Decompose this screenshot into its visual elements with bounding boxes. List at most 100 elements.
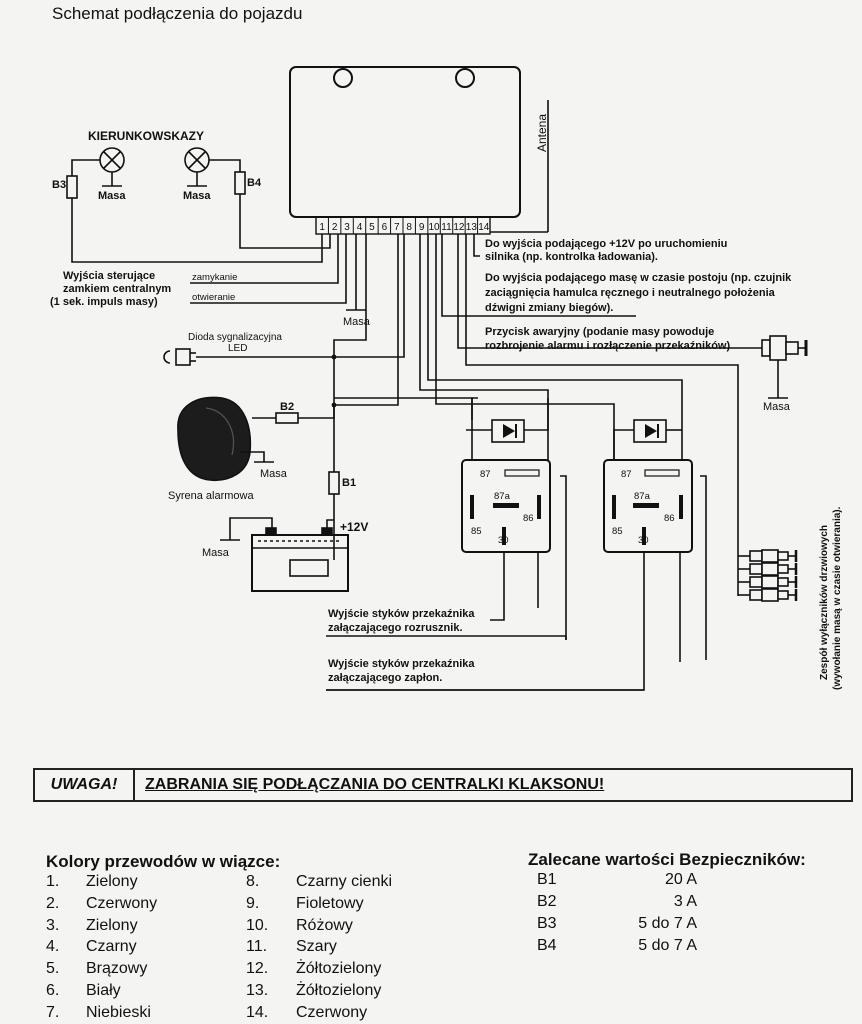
relay-ignition: [603, 419, 693, 553]
fuse-b1: [328, 471, 340, 495]
connector-pin-label: 10: [429, 222, 441, 233]
wire-number: 8.: [246, 873, 260, 890]
wire-number: 3.: [46, 916, 60, 934]
wire-color: Żółtozielony: [296, 960, 382, 978]
relay1-pin-30: 30: [498, 535, 509, 546]
ignition-output-label-2: załączającego zapłon.: [328, 672, 442, 684]
ground-label-battery: Masa: [202, 547, 230, 559]
car-battery: [251, 527, 349, 592]
connector-pin-label: 4: [357, 222, 363, 233]
relay1-pin-87a: 87a: [494, 491, 511, 502]
parked-ground-label-2: zaciągnięcia hamulca ręcznego i neutraln…: [485, 287, 776, 299]
page-title: Schemat podłączenia do pojazdu: [52, 4, 303, 23]
wire-number: 5.: [46, 960, 60, 978]
connector-pin-label: 3: [344, 222, 350, 233]
relay2-pin-87: 87: [621, 469, 632, 480]
door-switches-label-1: Zespół wyłączników drzwiowych: [819, 525, 830, 680]
led-indicator: [163, 348, 196, 366]
wire-number: 2.: [46, 894, 60, 912]
connector-pin-label: 9: [419, 222, 425, 233]
fuse-value: 3 A: [673, 893, 697, 910]
central-lock-label-3: (1 sek. impuls masy): [50, 296, 158, 308]
fuse-value: 5 do 7 A: [638, 937, 697, 954]
connector-pin-label: 14: [478, 222, 490, 233]
fuse-b2-label: B2: [280, 401, 294, 413]
fuse-name: B4: [537, 937, 557, 954]
wire-number: 14.: [246, 1003, 269, 1021]
fuse-b2: [275, 412, 299, 424]
fuse-b4-label: B4: [247, 177, 262, 189]
connector-pin-label: 11: [441, 222, 452, 233]
emergency-button: [761, 335, 808, 361]
turn-signals-label: KIERUNKOWSKAZY: [88, 129, 204, 143]
ground-label-right-lamp: Masa: [183, 190, 211, 202]
wire-color: Czerwony: [86, 894, 158, 912]
relay2-pin-85: 85: [612, 526, 623, 537]
parked-ground-label-1: Do wyjścia podającego masę w czasie post…: [485, 272, 792, 284]
wire-number: 1.: [46, 873, 60, 890]
emergency-button-label-1: Przycisk awaryjny (podanie masy powoduje: [485, 326, 714, 338]
lock-open-label: otwieranie: [192, 292, 235, 303]
connector-pin-label: 5: [369, 222, 375, 233]
plus12v-label: +12V: [340, 520, 368, 534]
ground-label-left-lamp: Masa: [98, 190, 126, 202]
relay1-pin-87: 87: [480, 469, 491, 480]
wire-number: 9.: [246, 894, 260, 912]
connector-pin-label: 6: [382, 222, 388, 233]
fuse-b3: [66, 175, 78, 199]
connector-pin-label: 8: [406, 222, 412, 233]
engine-12v-label-2: silnika (np. kontrolka ładowania).: [485, 251, 658, 263]
turn-signal-lamp-right: [184, 147, 210, 187]
wire-color: Fioletowy: [296, 894, 364, 912]
door-switch: [738, 575, 798, 589]
relay2-pin-86: 86: [664, 513, 675, 524]
relay-ignition-pin-labels: 87 87a 85 86 30: [612, 469, 675, 546]
engine-12v-label-1: Do wyjścia podającego +12V po uruchomien…: [485, 238, 727, 250]
alarm-control-unit: [289, 66, 521, 235]
turn-signal-lamp-left: [99, 147, 125, 187]
relay2-pin-30: 30: [638, 535, 649, 546]
door-switch: [738, 562, 798, 576]
central-lock-label-1: Wyjścia sterujące: [63, 270, 155, 282]
warning-tag: UWAGA!: [35, 770, 135, 800]
led-label-2: LED: [228, 343, 247, 354]
fuse-name: B3: [537, 915, 557, 932]
ground-label-pin4: Masa: [343, 316, 371, 328]
antenna-label: Antena: [535, 114, 549, 152]
relay1-pin-85: 85: [471, 526, 482, 537]
fuse-b1-label: B1: [342, 477, 356, 489]
wire-color: Szary: [296, 938, 337, 956]
wire-number: 10.: [246, 916, 269, 934]
warning-box: UWAGA! ZABRANIA SIĘ PODŁĄCZANIA DO CENTR…: [33, 768, 853, 802]
connector-pin-label: 2: [332, 222, 338, 233]
wire-number: 4.: [46, 938, 60, 956]
wire-number: 13.: [246, 982, 269, 999]
wire-number: 12.: [246, 960, 269, 978]
door-switch: [738, 588, 798, 602]
wire-color: Czarny: [86, 938, 137, 956]
wire-color: Niebieski: [86, 1003, 151, 1021]
fuse-value: 20 A: [664, 871, 697, 888]
parked-ground-label-3: dźwigni zmiany biegów).: [485, 302, 613, 314]
ground-label-siren: Masa: [260, 468, 288, 480]
door-switches-label-2: (wywołanie masą w czasie otwierania).: [832, 506, 843, 690]
warning-text: ZABRANIA SIĘ PODŁĄCZANIA DO CENTRALKI KL…: [145, 776, 605, 793]
connector-pin-label: 7: [394, 222, 400, 233]
fuse-name: B2: [537, 893, 557, 910]
fuse-b4: [234, 171, 246, 195]
wire-number: 11.: [246, 938, 268, 956]
ground-label-button: Masa: [763, 401, 791, 413]
emergency-button-label-2: rozbrojenie alarmu i rozłączenie przekaź…: [485, 340, 730, 352]
door-switch: [738, 549, 798, 563]
fuse-value: 5 do 7 A: [638, 915, 697, 932]
wire-color: Czerwony: [296, 1003, 368, 1021]
wire-color: Biały: [86, 982, 121, 999]
relay2-pin-87a: 87a: [634, 491, 651, 502]
wire-color: Różowy: [296, 916, 353, 934]
wire-color: Brązowy: [86, 960, 148, 978]
fuse-name: B1: [537, 871, 557, 888]
wire-colors-title: Kolory przewodów w wiązce:: [46, 852, 281, 871]
wire-color: Zielony: [86, 916, 138, 934]
